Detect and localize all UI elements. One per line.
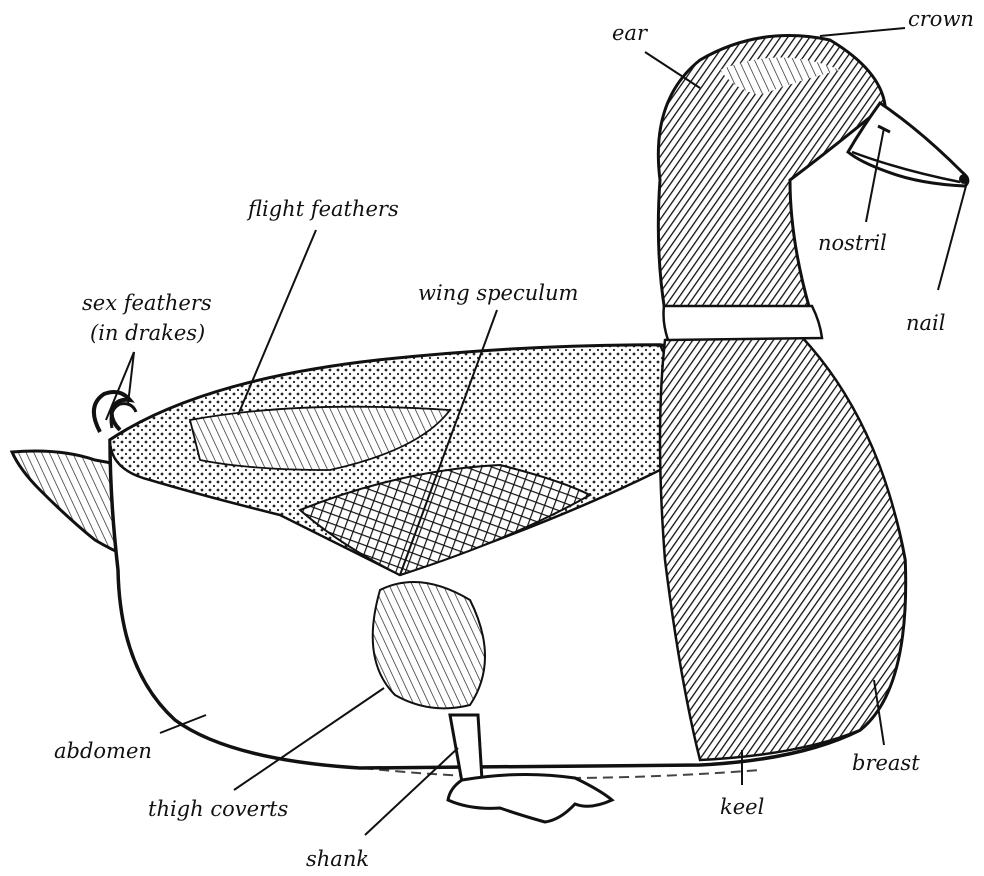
leader-crown (820, 28, 905, 36)
bill-nail-dot (959, 174, 969, 184)
label-wing-speculum: wing speculum (418, 281, 578, 305)
label-crown: crown (908, 7, 974, 31)
thigh-coverts (373, 582, 485, 708)
breast-plumage (660, 333, 905, 760)
leg-shank (450, 715, 482, 782)
label-keel: keel (720, 795, 764, 819)
label-breast: breast (852, 751, 920, 775)
label-thigh-coverts: thigh coverts (148, 797, 288, 821)
label-sex-feathers-line1: sex feathers (82, 291, 212, 315)
foot (448, 774, 612, 822)
leader-nail (938, 186, 966, 290)
label-nostril: nostril (818, 231, 887, 255)
label-sex-feathers-line2: (in drakes) (90, 321, 205, 345)
label-ear: ear (612, 21, 649, 45)
label-shank: shank (306, 847, 369, 871)
neck-ring (664, 306, 823, 340)
label-abdomen: abdomen (54, 739, 152, 763)
label-nail: nail (906, 311, 945, 335)
label-flight-feathers: flight feathers (246, 197, 399, 221)
